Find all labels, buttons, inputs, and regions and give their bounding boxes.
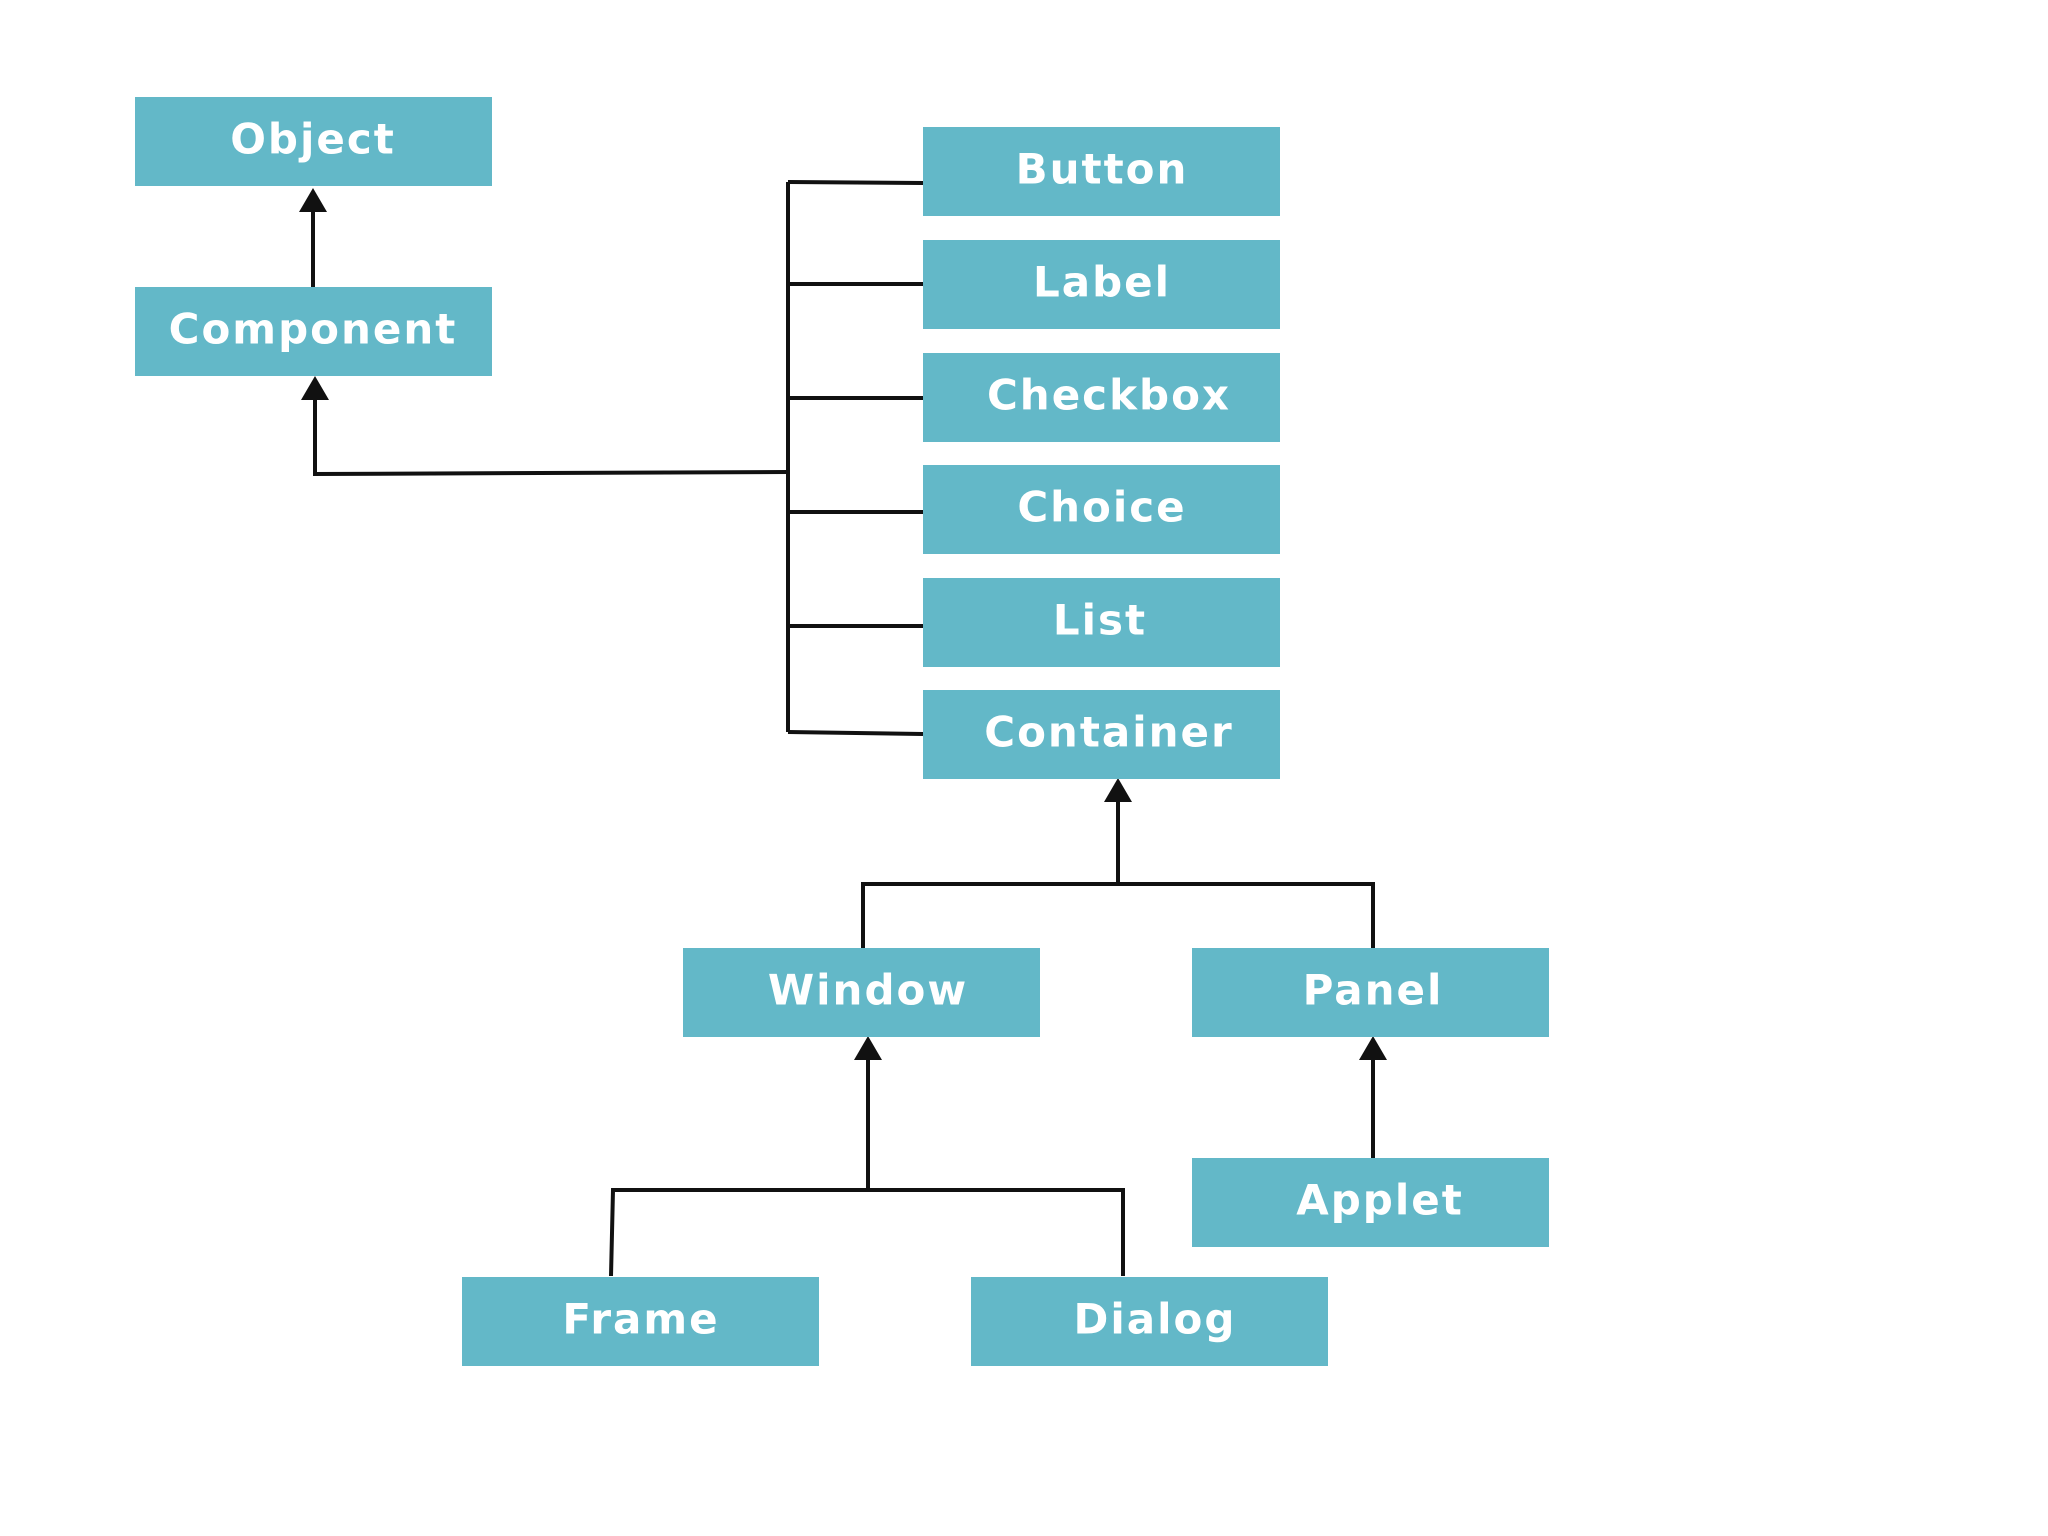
edges xyxy=(299,180,1387,1277)
edge-frame-dialog-bus xyxy=(609,1188,1125,1277)
node-applet: Applet xyxy=(1192,1158,1549,1247)
node-window-label: Window xyxy=(768,966,968,1015)
node-checkbox-label: Checkbox xyxy=(987,371,1231,420)
arrowhead-object xyxy=(299,188,327,212)
node-choice: Choice xyxy=(923,465,1280,554)
edge-window-panel-bus xyxy=(861,882,1375,948)
edge-bus-component xyxy=(313,400,789,477)
node-list-label: List xyxy=(1053,596,1147,645)
edge-button xyxy=(787,180,924,185)
node-object-label: Object xyxy=(230,115,396,164)
node-checkbox: Checkbox xyxy=(923,353,1280,442)
node-label-label: Label xyxy=(1033,258,1171,307)
node-choice-label: Choice xyxy=(1017,483,1186,532)
node-window: Window xyxy=(683,948,1040,1037)
node-dialog: Dialog xyxy=(971,1277,1328,1366)
arrowhead-panel xyxy=(1359,1036,1387,1060)
node-list: List xyxy=(923,578,1280,667)
node-container: Container xyxy=(923,690,1280,779)
node-label: Label xyxy=(923,240,1280,329)
arrowhead-container xyxy=(1104,778,1132,802)
node-button-label: Button xyxy=(1016,145,1189,194)
node-component-label: Component xyxy=(169,305,458,354)
node-panel-label: Panel xyxy=(1303,966,1444,1015)
node-object: Object xyxy=(135,97,492,186)
arrowhead-window xyxy=(854,1036,882,1060)
node-frame-label: Frame xyxy=(562,1295,719,1344)
node-frame: Frame xyxy=(462,1277,819,1366)
node-dialog-label: Dialog xyxy=(1074,1295,1237,1344)
node-component: Component xyxy=(135,287,492,376)
edge-container xyxy=(787,730,924,736)
node-applet-label: Applet xyxy=(1296,1176,1464,1225)
node-button: Button xyxy=(923,127,1280,216)
arrowhead-component xyxy=(301,376,329,400)
node-container-label: Container xyxy=(984,708,1234,757)
node-panel: Panel xyxy=(1192,948,1549,1037)
